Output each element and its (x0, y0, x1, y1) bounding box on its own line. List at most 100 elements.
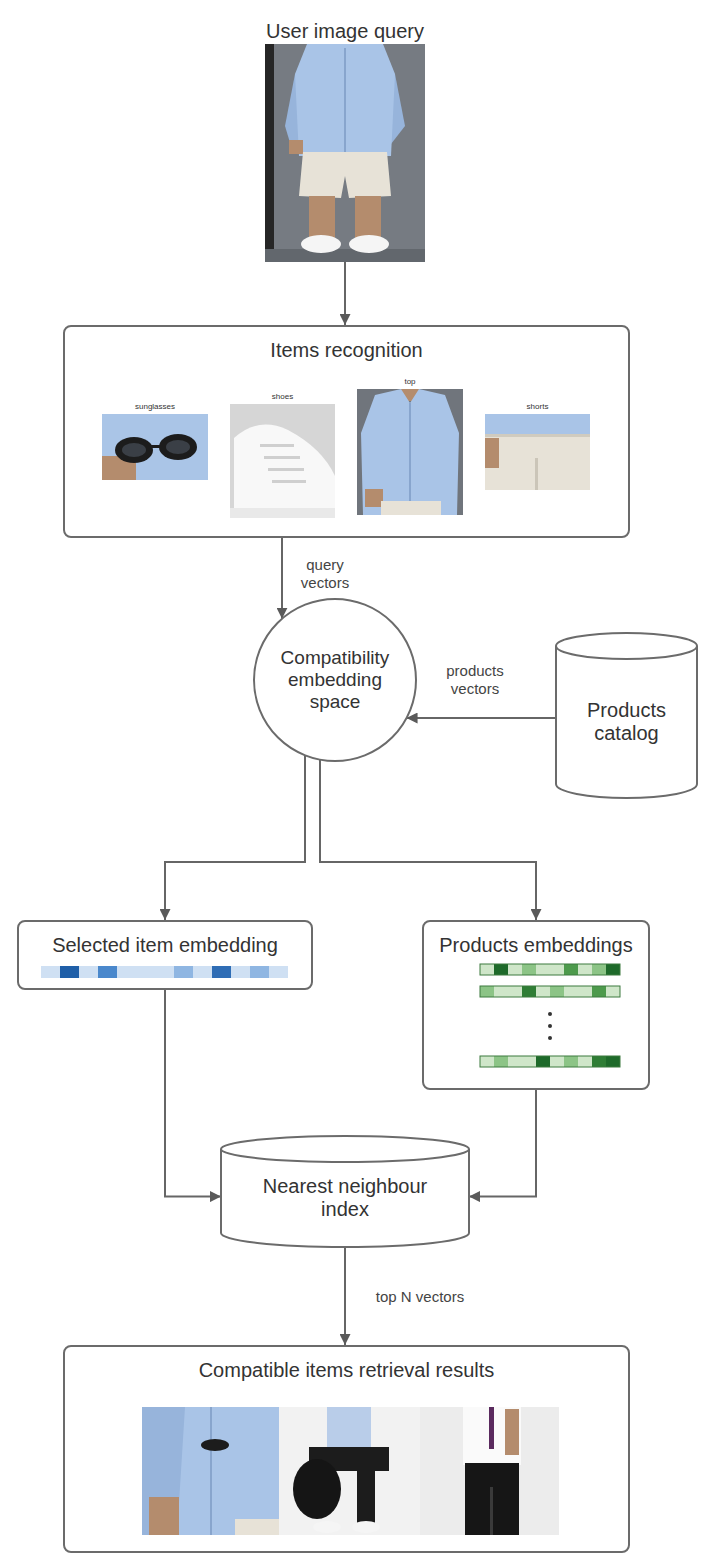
illustration-part (505, 1409, 519, 1455)
illustration-part (494, 986, 508, 997)
illustration-part (265, 44, 274, 262)
illustration (485, 414, 590, 490)
illustration-part (485, 414, 590, 490)
item-label: shoes (272, 392, 293, 401)
cylinder-body (556, 646, 697, 798)
cylinder-top (221, 1136, 469, 1162)
illustration-part (522, 986, 536, 997)
illustration-part (465, 1463, 519, 1535)
connector-arrow (320, 760, 536, 920)
node-shape (357, 389, 463, 515)
node-title: Products embeddings (439, 934, 632, 957)
recognition-panel: sunglassesshoestopshortsItems recognitio… (63, 325, 630, 538)
catalog-cylinder: Products catalog (555, 632, 698, 798)
illustration-part (485, 434, 590, 437)
node-shape (485, 414, 590, 490)
illustration-part (155, 966, 174, 978)
illustration-part (166, 440, 190, 454)
illustration-part (210, 1407, 212, 1535)
illustration-part (151, 445, 161, 448)
illustration-part (564, 1056, 578, 1067)
node-title: Compatibility embedding space (265, 647, 405, 713)
illustration-part (564, 964, 578, 975)
illustration-part (480, 1056, 494, 1067)
node-title: Selected item embedding (52, 934, 278, 957)
embedding-box: Products embeddings (422, 920, 650, 1090)
illustration (142, 1407, 559, 1535)
illustration-part (578, 964, 592, 975)
embedding-box: Selected item embedding (17, 920, 313, 990)
edge-label: products vectors (438, 662, 512, 698)
illustration-part (536, 964, 550, 975)
item-label: sunglasses (135, 402, 175, 411)
edge-label: query vectors (294, 556, 356, 592)
illustration-part (269, 966, 288, 978)
illustration-part (79, 966, 98, 978)
illustration-part (490, 1487, 493, 1535)
illustration-part (268, 468, 304, 471)
node-title: Items recognition (270, 339, 422, 362)
illustration-part (117, 966, 136, 978)
connector-arrow (407, 717, 556, 719)
connector-arrow (344, 262, 346, 325)
illustration-part (230, 508, 335, 518)
illustration-part (272, 480, 306, 483)
illustration-part (102, 414, 208, 480)
illustration-part (174, 966, 193, 978)
illustration-part (260, 444, 294, 447)
illustration-part (136, 966, 155, 978)
circle-outline (254, 599, 416, 761)
illustration-part (508, 964, 522, 975)
illustration-part (357, 389, 463, 515)
illustration (265, 44, 425, 262)
illustration-part (494, 1056, 508, 1067)
illustration (41, 966, 288, 978)
illustration-part (142, 1407, 279, 1535)
illustration-part (480, 964, 494, 975)
illustration-part (606, 964, 620, 975)
illustration-part (193, 966, 212, 978)
illustration-part (480, 964, 620, 975)
connector-arrow (165, 755, 305, 920)
illustration-part (250, 966, 269, 978)
illustration-part (485, 436, 590, 490)
illustration-part (355, 196, 381, 238)
index-cylinder: Nearest neighbour index (220, 1135, 470, 1247)
illustration-part (578, 1056, 592, 1067)
illustration-part (357, 1465, 375, 1523)
illustration-part (279, 1407, 420, 1535)
illustration-part (327, 1407, 371, 1449)
item-crop: shorts (485, 414, 590, 490)
illustration-part (301, 235, 341, 253)
illustration-part (235, 1519, 279, 1535)
connector-arrow (469, 1090, 536, 1197)
node-shape (265, 44, 425, 262)
illustration-part (313, 1521, 341, 1533)
node-shape (102, 414, 208, 480)
connector-arrow (344, 1247, 346, 1345)
illustration-part (480, 1056, 620, 1067)
illustration-part (299, 152, 391, 198)
illustration-part (480, 986, 620, 997)
illustration-part (606, 986, 620, 997)
illustration-part (361, 389, 459, 515)
illustration-part (115, 437, 153, 463)
illustration-part (606, 1056, 620, 1067)
illustration-part (344, 48, 346, 152)
illustration-part (592, 1056, 606, 1067)
illustration-part (265, 44, 425, 262)
illustration-part (508, 986, 522, 997)
illustration-part (548, 1024, 552, 1028)
illustration-part (98, 966, 117, 978)
illustration-part (41, 966, 60, 978)
illustration-part (309, 196, 335, 238)
node-shape (230, 404, 335, 518)
illustration-part (522, 1056, 536, 1067)
illustration-part (494, 964, 508, 975)
query-photo: User image query (265, 44, 425, 262)
illustration-part (365, 489, 383, 507)
illustration-part (264, 456, 300, 459)
